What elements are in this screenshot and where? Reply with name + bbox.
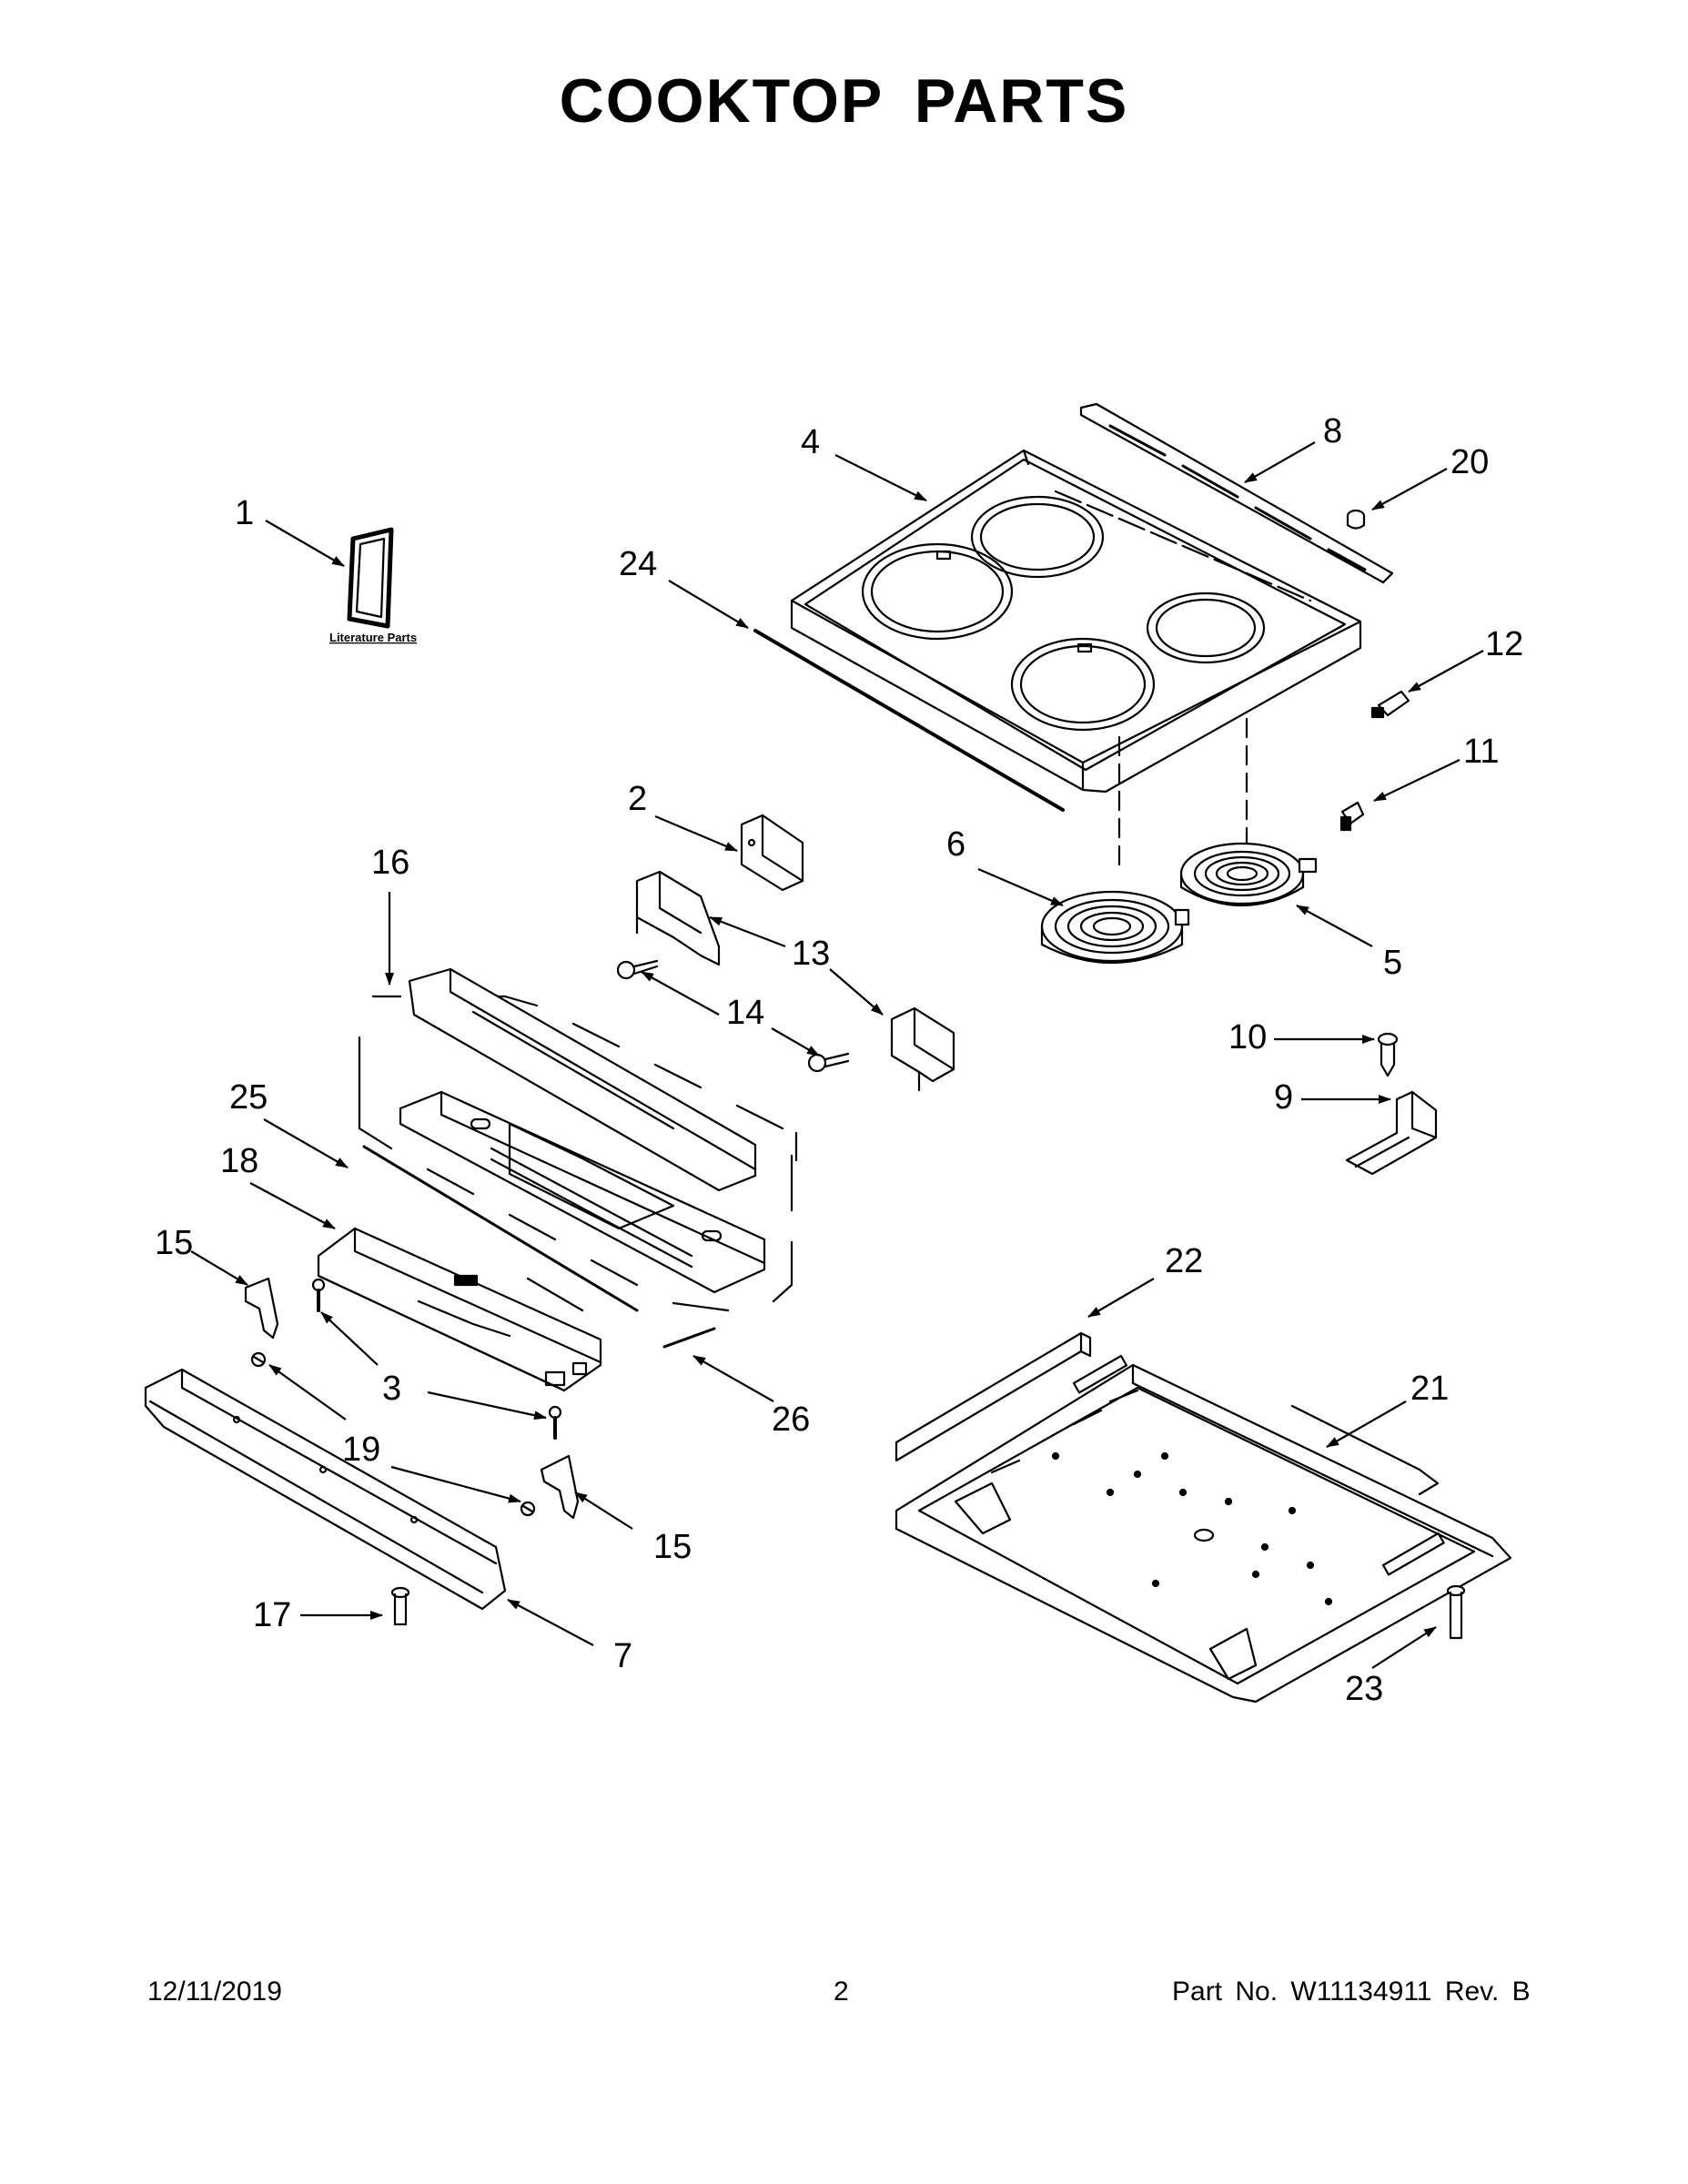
burner-box [895,1354,1512,1704]
callout-8: 8 [1323,412,1342,450]
screws-14 [616,959,850,1073]
callout-25: 25 [229,1078,268,1117]
callout-6: 6 [946,825,965,864]
cooktop-clip [1370,690,1410,719]
screws-19 [250,1351,536,1517]
end-bracket-left [244,1277,279,1340]
footer-page-number: 2 [834,1977,849,2007]
panel-gasket [662,1327,716,1349]
callout-16: 16 [371,844,409,882]
control-panel-assembly [358,967,798,1312]
footer-part-number: Part No. W11134911 Rev. B [1172,1977,1531,2007]
cooktop-frame [790,449,1362,794]
callout-23: 23 [1345,1670,1383,1708]
callout-19: 19 [342,1431,380,1469]
callout-14: 14 [726,994,764,1032]
panel-seal [362,1145,639,1312]
element-bracket [1345,1090,1438,1176]
terminal-clip [1339,801,1365,832]
callout-22: 22 [1165,1242,1203,1280]
screw-17 [390,1586,410,1626]
callout-7: 7 [613,1637,632,1675]
burner-box-strip [895,1331,1092,1462]
page-title: COOKTOP PARTS [559,66,1129,136]
callout-9: 9 [1274,1078,1293,1117]
callout-arrows [190,441,1484,1669]
callout-15-right: 15 [653,1528,692,1566]
screw-10 [1377,1032,1399,1077]
rubber-plug [1346,509,1366,530]
literature-booklet [347,527,394,629]
callout-17: 17 [253,1596,291,1634]
callout-3: 3 [382,1370,401,1408]
callout-13: 13 [792,935,830,973]
screw-23 [1446,1584,1466,1640]
callout-20: 20 [1450,443,1489,481]
callout-numbers: 1 4 8 20 24 12 11 2 6 16 13 5 14 10 9 25… [155,412,1523,1708]
radiant-element-large [1040,890,1190,964]
callout-11: 11 [1463,733,1499,771]
rear-trim-strip [1079,402,1394,584]
callout-26: 26 [772,1400,810,1439]
mounting-bracket-right [890,1006,955,1092]
literature-parts-label: Literature Parts [329,631,417,644]
footer-date: 12/11/2019 [147,1977,282,2007]
callout-12: 12 [1485,625,1523,663]
callout-1: 1 [235,494,254,532]
end-bracket-right [540,1454,580,1520]
callout-4: 4 [801,423,820,461]
mounting-bracket-left [635,870,721,966]
callout-24: 24 [619,545,657,583]
radiant-element-small [1179,842,1318,906]
callout-5: 5 [1383,944,1402,982]
callout-10: 10 [1228,1018,1267,1057]
callout-15-left: 15 [155,1224,193,1262]
cooktop-gasket [753,629,1065,812]
callout-21: 21 [1410,1370,1449,1408]
callout-2: 2 [628,780,647,818]
callout-18: 18 [220,1142,258,1180]
control-board [317,1227,602,1392]
screws-3 [311,1278,562,1440]
mounting-bracket-upper [740,814,804,892]
control-trim [144,1368,507,1611]
